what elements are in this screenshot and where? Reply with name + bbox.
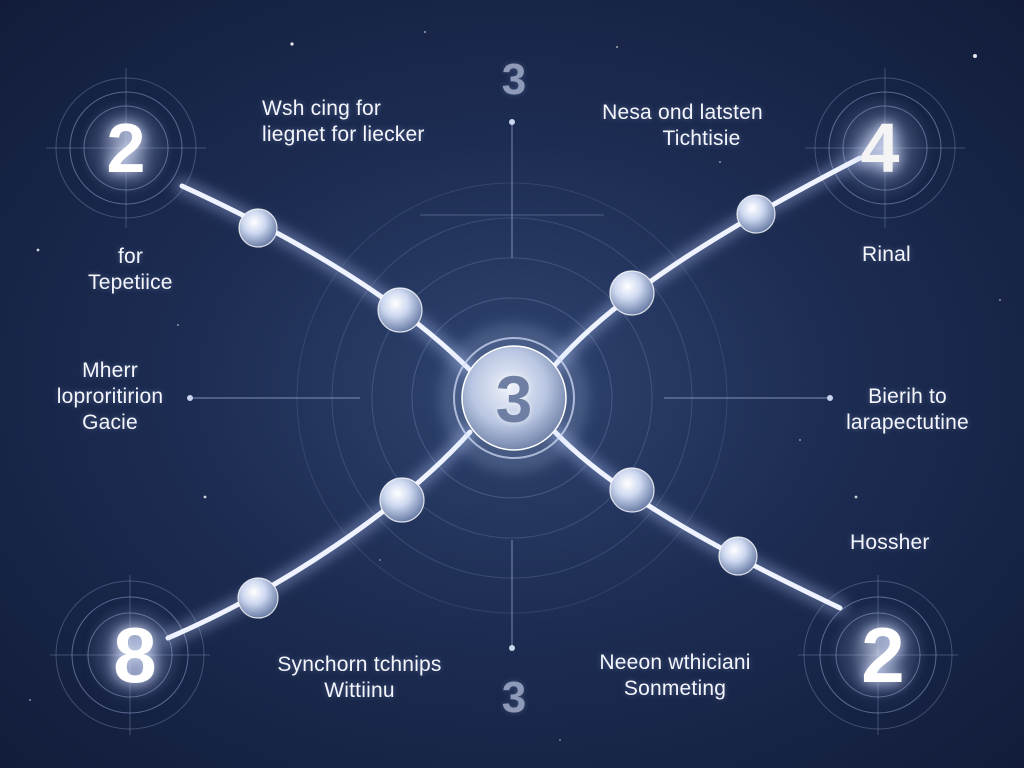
connection-bottom-left — [165, 429, 473, 641]
label-bottom-right: Neeon wthiciani Sonmeting — [580, 650, 770, 702]
label-line: Synchorn tchnips — [277, 653, 442, 676]
label-top-right: Nesa ond latsten Tichtisie — [585, 100, 780, 152]
label-line: loproritirion — [56, 385, 164, 408]
label-left-mid: Mherr loproritirion Gacie — [30, 358, 190, 436]
orb — [718, 536, 758, 576]
label-right-upper: Rinal — [862, 243, 911, 266]
orb — [609, 270, 655, 316]
node-glows — [78, 93, 935, 702]
label-line: Tichtisie — [662, 127, 741, 150]
orbs — [237, 194, 776, 619]
connection-bottom-right — [552, 429, 843, 611]
label-bottom-left: Synchorn tchnips Wittiinu — [262, 652, 457, 704]
node-number-top-right: 4 — [860, 109, 900, 187]
label-line: Bierih to — [868, 385, 947, 408]
label-line: liegnet for liecker — [262, 123, 425, 146]
axis-lines — [190, 122, 830, 648]
label-line: Sonmeting — [623, 677, 727, 700]
connection-top-right — [552, 155, 863, 368]
label-line: Neeon wthiciani — [599, 651, 751, 674]
orb — [609, 467, 655, 513]
center-node — [439, 323, 589, 473]
label-right-lower: Hossher — [850, 531, 930, 554]
label-line: Nesa ond latsten — [602, 101, 763, 124]
label-line: Mherr — [82, 359, 138, 382]
orb — [377, 287, 423, 333]
label-line: Wsh cing for — [262, 97, 382, 120]
orb — [379, 477, 425, 523]
label-line: Wittiinu — [324, 679, 395, 702]
node-number-center: 3 — [495, 362, 533, 436]
label-right-mid: Bierih to larapectutine — [835, 384, 980, 436]
axis-number-top: 3 — [501, 55, 527, 104]
label-line: for — [118, 245, 144, 268]
orb — [238, 208, 278, 248]
label-line: Tepetiice — [88, 271, 173, 294]
axis-number-bottom: 3 — [501, 673, 527, 722]
connection-top-left — [179, 183, 473, 373]
node-number-bottom-right: 2 — [861, 611, 905, 699]
orb — [237, 577, 279, 619]
label-line: Gacie — [82, 411, 138, 434]
connection-lines — [165, 155, 863, 641]
star-field — [29, 31, 1001, 741]
label-top-left: Wsh cing for liegnet for liecker — [262, 96, 425, 148]
orb — [736, 194, 776, 234]
node-number-bottom-left: 8 — [113, 611, 157, 699]
label-left-upper: for Tepetiice — [88, 244, 173, 296]
node-number-top-left: 2 — [106, 109, 146, 187]
label-line: larapectutine — [846, 411, 969, 434]
axis-dots — [187, 119, 833, 651]
